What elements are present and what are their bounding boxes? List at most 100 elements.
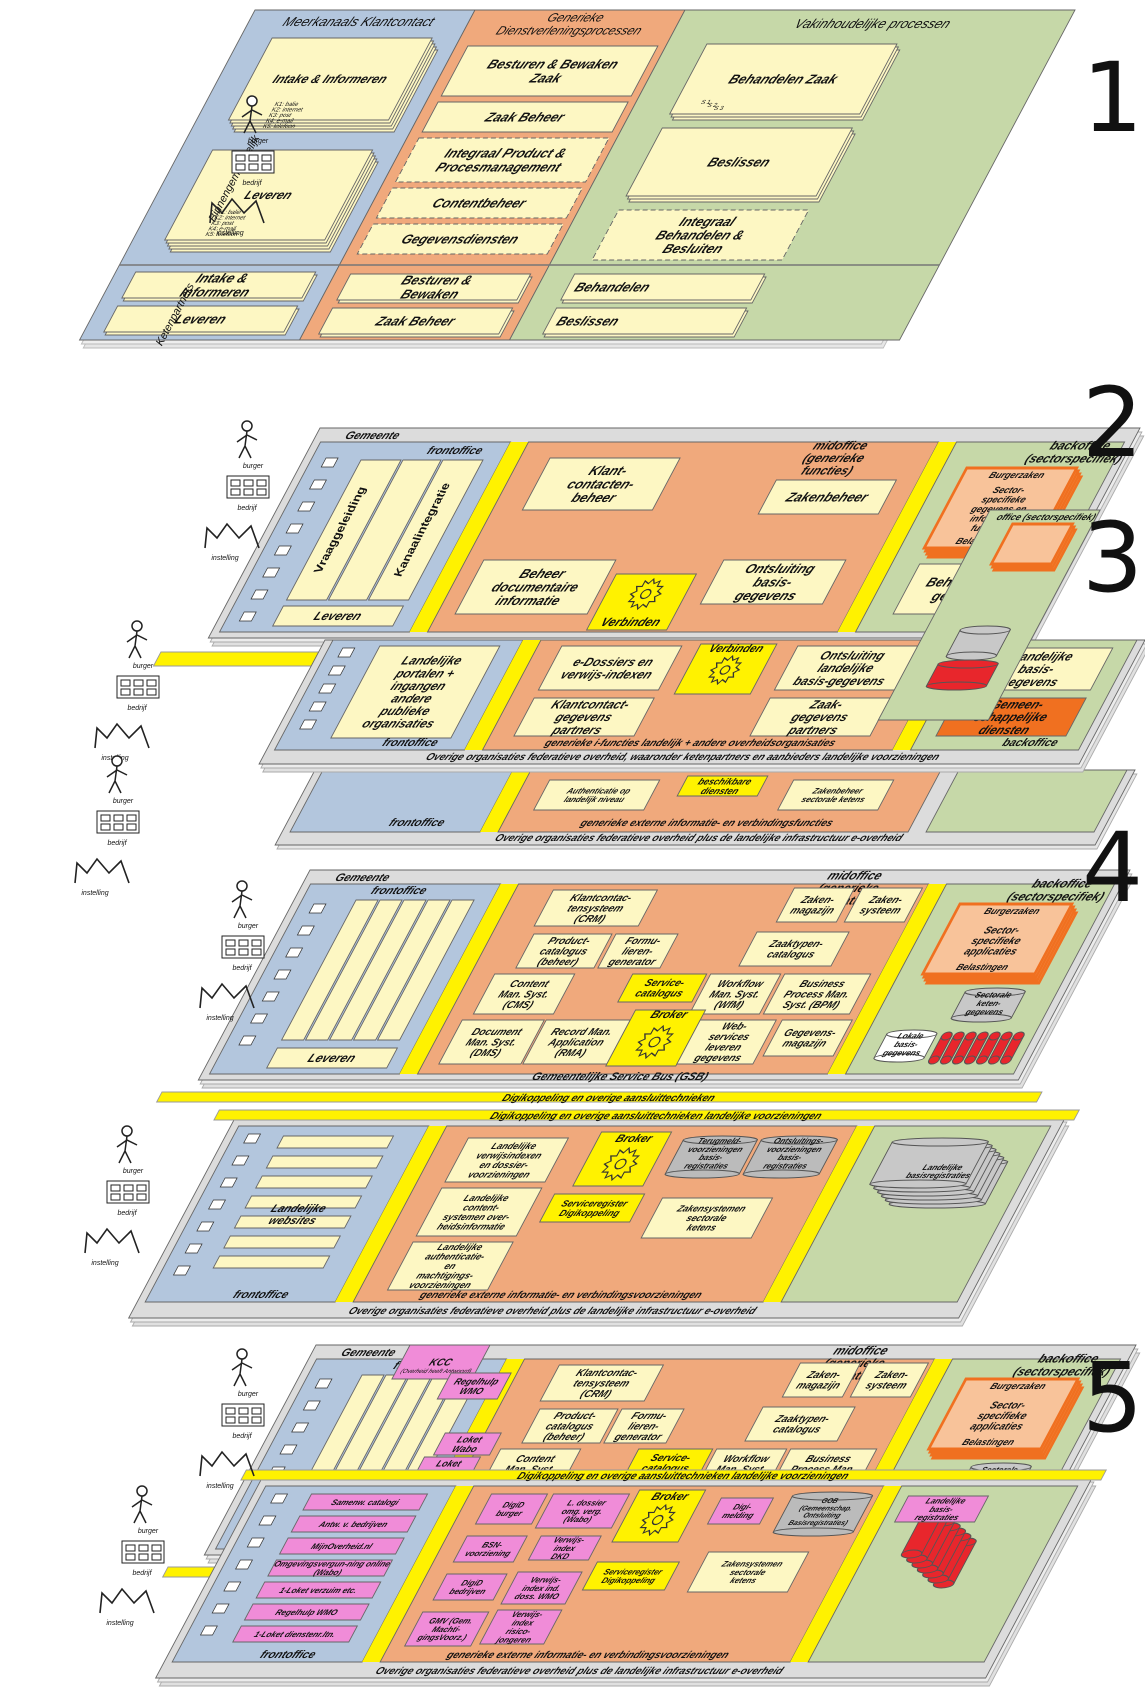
l3-landelijke-label: Landelijkebasis-gegevens [997, 649, 1077, 688]
layer-4-wfm-label: WorkflowMan. Syst.(WfM) [701, 979, 768, 1011]
bedrijf-icon-window [251, 1407, 262, 1415]
layer-4-wfm [688, 973, 782, 1015]
layer-4-gsb: Gemeentelijke Service Bus (GSB) [529, 1071, 710, 1083]
l4l-content-label: Landelijkecontent-systemen over-heidsinf… [435, 1193, 523, 1232]
l4-web-line-2 [255, 1175, 373, 1189]
layer-4-zsys-label: Zaken-systeem [857, 895, 909, 917]
channel-icon [285, 947, 304, 958]
channel-icon [261, 991, 280, 1002]
layer-5-prod [521, 1408, 619, 1444]
layer-4-leveren [265, 1047, 399, 1069]
l5l-digid-burger [474, 1493, 549, 1525]
layer-4-red-drum-5-top [1000, 1031, 1013, 1041]
l3-verbinden-gear-hub [719, 665, 731, 675]
bedrijf-icon-window [256, 479, 267, 487]
layer-5-lower-bus2 [240, 1469, 1108, 1481]
layer-4-crm-label: Klantcontac-tensysteem(CRM) [557, 893, 635, 925]
bedrijf-icon-window [113, 814, 124, 822]
actor-label-instelling: instelling [211, 555, 238, 562]
layer-5-back-bottom: Belastingen [960, 1438, 1017, 1448]
l5l-gmv [403, 1611, 490, 1647]
l5l-servreg-label: ServiceregisterDigikoppeling [597, 1567, 665, 1585]
layer-5-lower-footer: Overige organisaties federatieve overhei… [373, 1666, 786, 1677]
l5l-verwijs-risico-label: Verwijs-indexrisico-jongeren [494, 1610, 547, 1645]
actor-label-bedrijf: bedrijf [232, 965, 252, 972]
bedrijf-icon-window [151, 1544, 162, 1552]
channel-icon [308, 903, 327, 914]
l5l-front-item-1-label: Antw. v. bedrijven [316, 1519, 390, 1528]
bedrijf-icon-window [136, 1184, 147, 1192]
l5-kcc-label: KCC [427, 1357, 455, 1368]
l5l-back-label-label: Landelijkebasis-registraties [913, 1496, 970, 1522]
l1-channel-4: K5: telefoon [261, 123, 297, 130]
l1-channel-3: K4: e-mail [264, 118, 294, 125]
layer-4-form [597, 933, 679, 969]
l5l-front-item-4 [255, 1581, 382, 1599]
burger-icon [246, 95, 258, 107]
layer-4-ztc-label: Zaaktypen-catalogus [761, 939, 827, 961]
l3-verbinden-label: Verbinden [706, 643, 766, 655]
channel-icon [250, 1013, 269, 1024]
l1-chain-behandelen-label: Behandelen [572, 279, 654, 294]
l2-zakenbeheer [757, 479, 898, 515]
l2-leveren [271, 605, 405, 627]
bedrijf-icon [231, 150, 275, 174]
layer-4-prod [515, 933, 613, 969]
layer-5-lower-yellow-back [790, 1486, 902, 1662]
layer-5-zmag [781, 1362, 862, 1398]
bedrijf-icon-window [251, 1416, 262, 1424]
bedrijf-icon-window [146, 688, 157, 696]
l2-verbinden-label: Verbinden [598, 615, 664, 629]
l5l-ldossier [534, 1493, 631, 1529]
bedrijf-icon-window [100, 823, 111, 831]
layer-4-local-drum-top [886, 1029, 938, 1039]
bedrijf-icon [121, 1540, 165, 1564]
burger-icon-body [236, 430, 258, 459]
l5l-front-item-6 [232, 1625, 359, 1643]
l4l-auth [386, 1241, 514, 1291]
l2-verbinden-box [585, 573, 698, 631]
bedrijf-icon-window [238, 1407, 249, 1415]
l1-chain-zaak-label: Zaak Beheer [372, 313, 460, 328]
l1-behandelen-label: Behandelen Zaak [726, 71, 842, 86]
channel-icon [250, 589, 269, 600]
bedrijf-icon-window [113, 823, 124, 831]
l1-content [375, 187, 584, 219]
layer-3: Landelijkeportalen +ingangenanderepublie… [258, 639, 1145, 773]
burger-icon [131, 620, 143, 632]
l5l-front-item-4-label: 1-Loket verzuim etc. [278, 1585, 360, 1594]
channel-icon [238, 1035, 257, 1046]
layer-4-back-top: Burgerzaken [982, 907, 1042, 917]
l3-klantcontact-label: Klantcontact-gegevenspartners [535, 697, 633, 736]
layer-4-red-drum-6-top [1012, 1031, 1025, 1041]
layer-4-red-drum-2-top [964, 1031, 977, 1041]
l5l-front-item-6-label: 1-Loket dienstenr.ltn. [252, 1629, 337, 1638]
l3-peek-red-bottom [925, 681, 988, 691]
l1-col-mid-title: GeneriekeDienstverleningsprocessen [494, 10, 652, 37]
l3-peek-drum-top [959, 625, 1011, 635]
layer-4-crm [533, 889, 659, 927]
l4-web-line-4 [233, 1215, 352, 1229]
actor-label-instelling: instelling [91, 1260, 118, 1267]
bedrijf-icon-window [146, 679, 157, 687]
l3-peek-stack [988, 522, 1075, 566]
actor-label-bedrijf: bedrijf [132, 1570, 152, 1577]
l5-loket-wabo-label: LoketWabo [450, 1435, 485, 1455]
layer-4-red-drum-2-bottom [951, 1055, 964, 1065]
l5l-verwijs-risico [478, 1609, 563, 1645]
channel-icon [235, 1559, 254, 1570]
l2-ontsluiting-label: Ontsluitingbasis-gegevens [728, 561, 820, 603]
l1-chain-leveren [103, 305, 299, 333]
layer-5-org: Gemeente [339, 1347, 399, 1359]
layer-4-front-col-1 [304, 899, 403, 1041]
l4l-ontsl-drum-bottom [742, 1169, 820, 1179]
l5l-front-item-2 [278, 1537, 405, 1555]
channel-icon [199, 1625, 218, 1636]
l5l-front-item-5-label: Regelhulp WMO [274, 1607, 341, 1616]
bedrijf-icon-window [125, 1544, 136, 1552]
layer-4-red-drum-6-bottom [999, 1055, 1012, 1065]
